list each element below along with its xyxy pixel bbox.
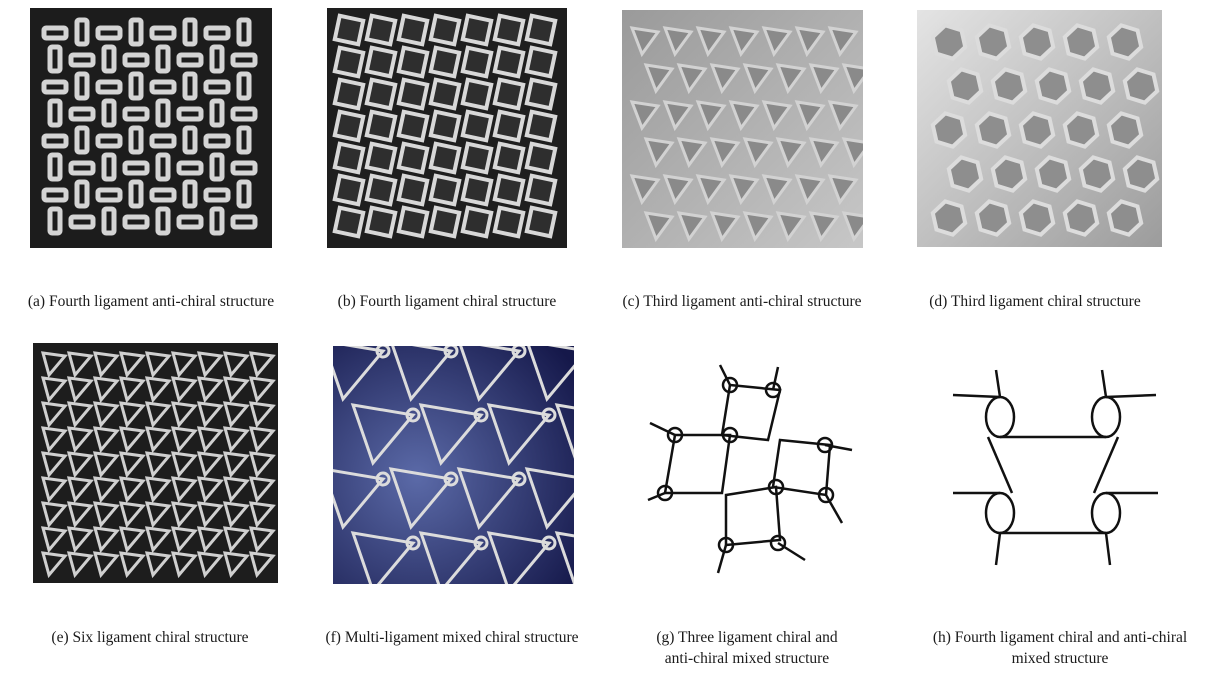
caption-c: (c) Third ligament anti-chiral structure — [622, 293, 862, 310]
panel-h-fourth-ligament-mixed-diagram — [948, 365, 1168, 585]
caption-b: (b) Fourth ligament chiral structure — [337, 293, 557, 310]
caption-a: (a) Fourth ligament anti-chiral structur… — [27, 293, 275, 310]
caption-g-line2: anti-chiral mixed structure — [664, 650, 830, 667]
panel-d-third-ligament-chiral-image — [917, 10, 1162, 247]
panel-a-fourth-ligament-anti-chiral-image — [30, 8, 272, 248]
caption-h-line1: (h) Fourth ligament chiral and anti-chir… — [932, 629, 1188, 646]
caption-e: (e) Six ligament chiral structure — [51, 629, 249, 646]
caption-f: (f) Multi-ligament mixed chiral structur… — [325, 629, 579, 646]
panel-f-multi-ligament-mixed-chiral-image — [333, 346, 574, 584]
panel-c-third-ligament-anti-chiral-image — [622, 10, 863, 248]
caption-h-line2: mixed structure — [1011, 650, 1109, 667]
caption-g-line1: (g) Three ligament chiral and — [656, 629, 838, 646]
panel-g-three-ligament-mixed-diagram — [630, 345, 870, 595]
panel-e-six-ligament-chiral-image — [33, 343, 278, 583]
caption-g: (g) Three ligament chiral and anti-chira… — [628, 627, 866, 669]
caption-d: (d) Third ligament chiral structure — [929, 293, 1141, 310]
panel-b-fourth-ligament-chiral-image — [327, 8, 567, 248]
caption-h: (h) Fourth ligament chiral and anti-chir… — [902, 627, 1218, 669]
